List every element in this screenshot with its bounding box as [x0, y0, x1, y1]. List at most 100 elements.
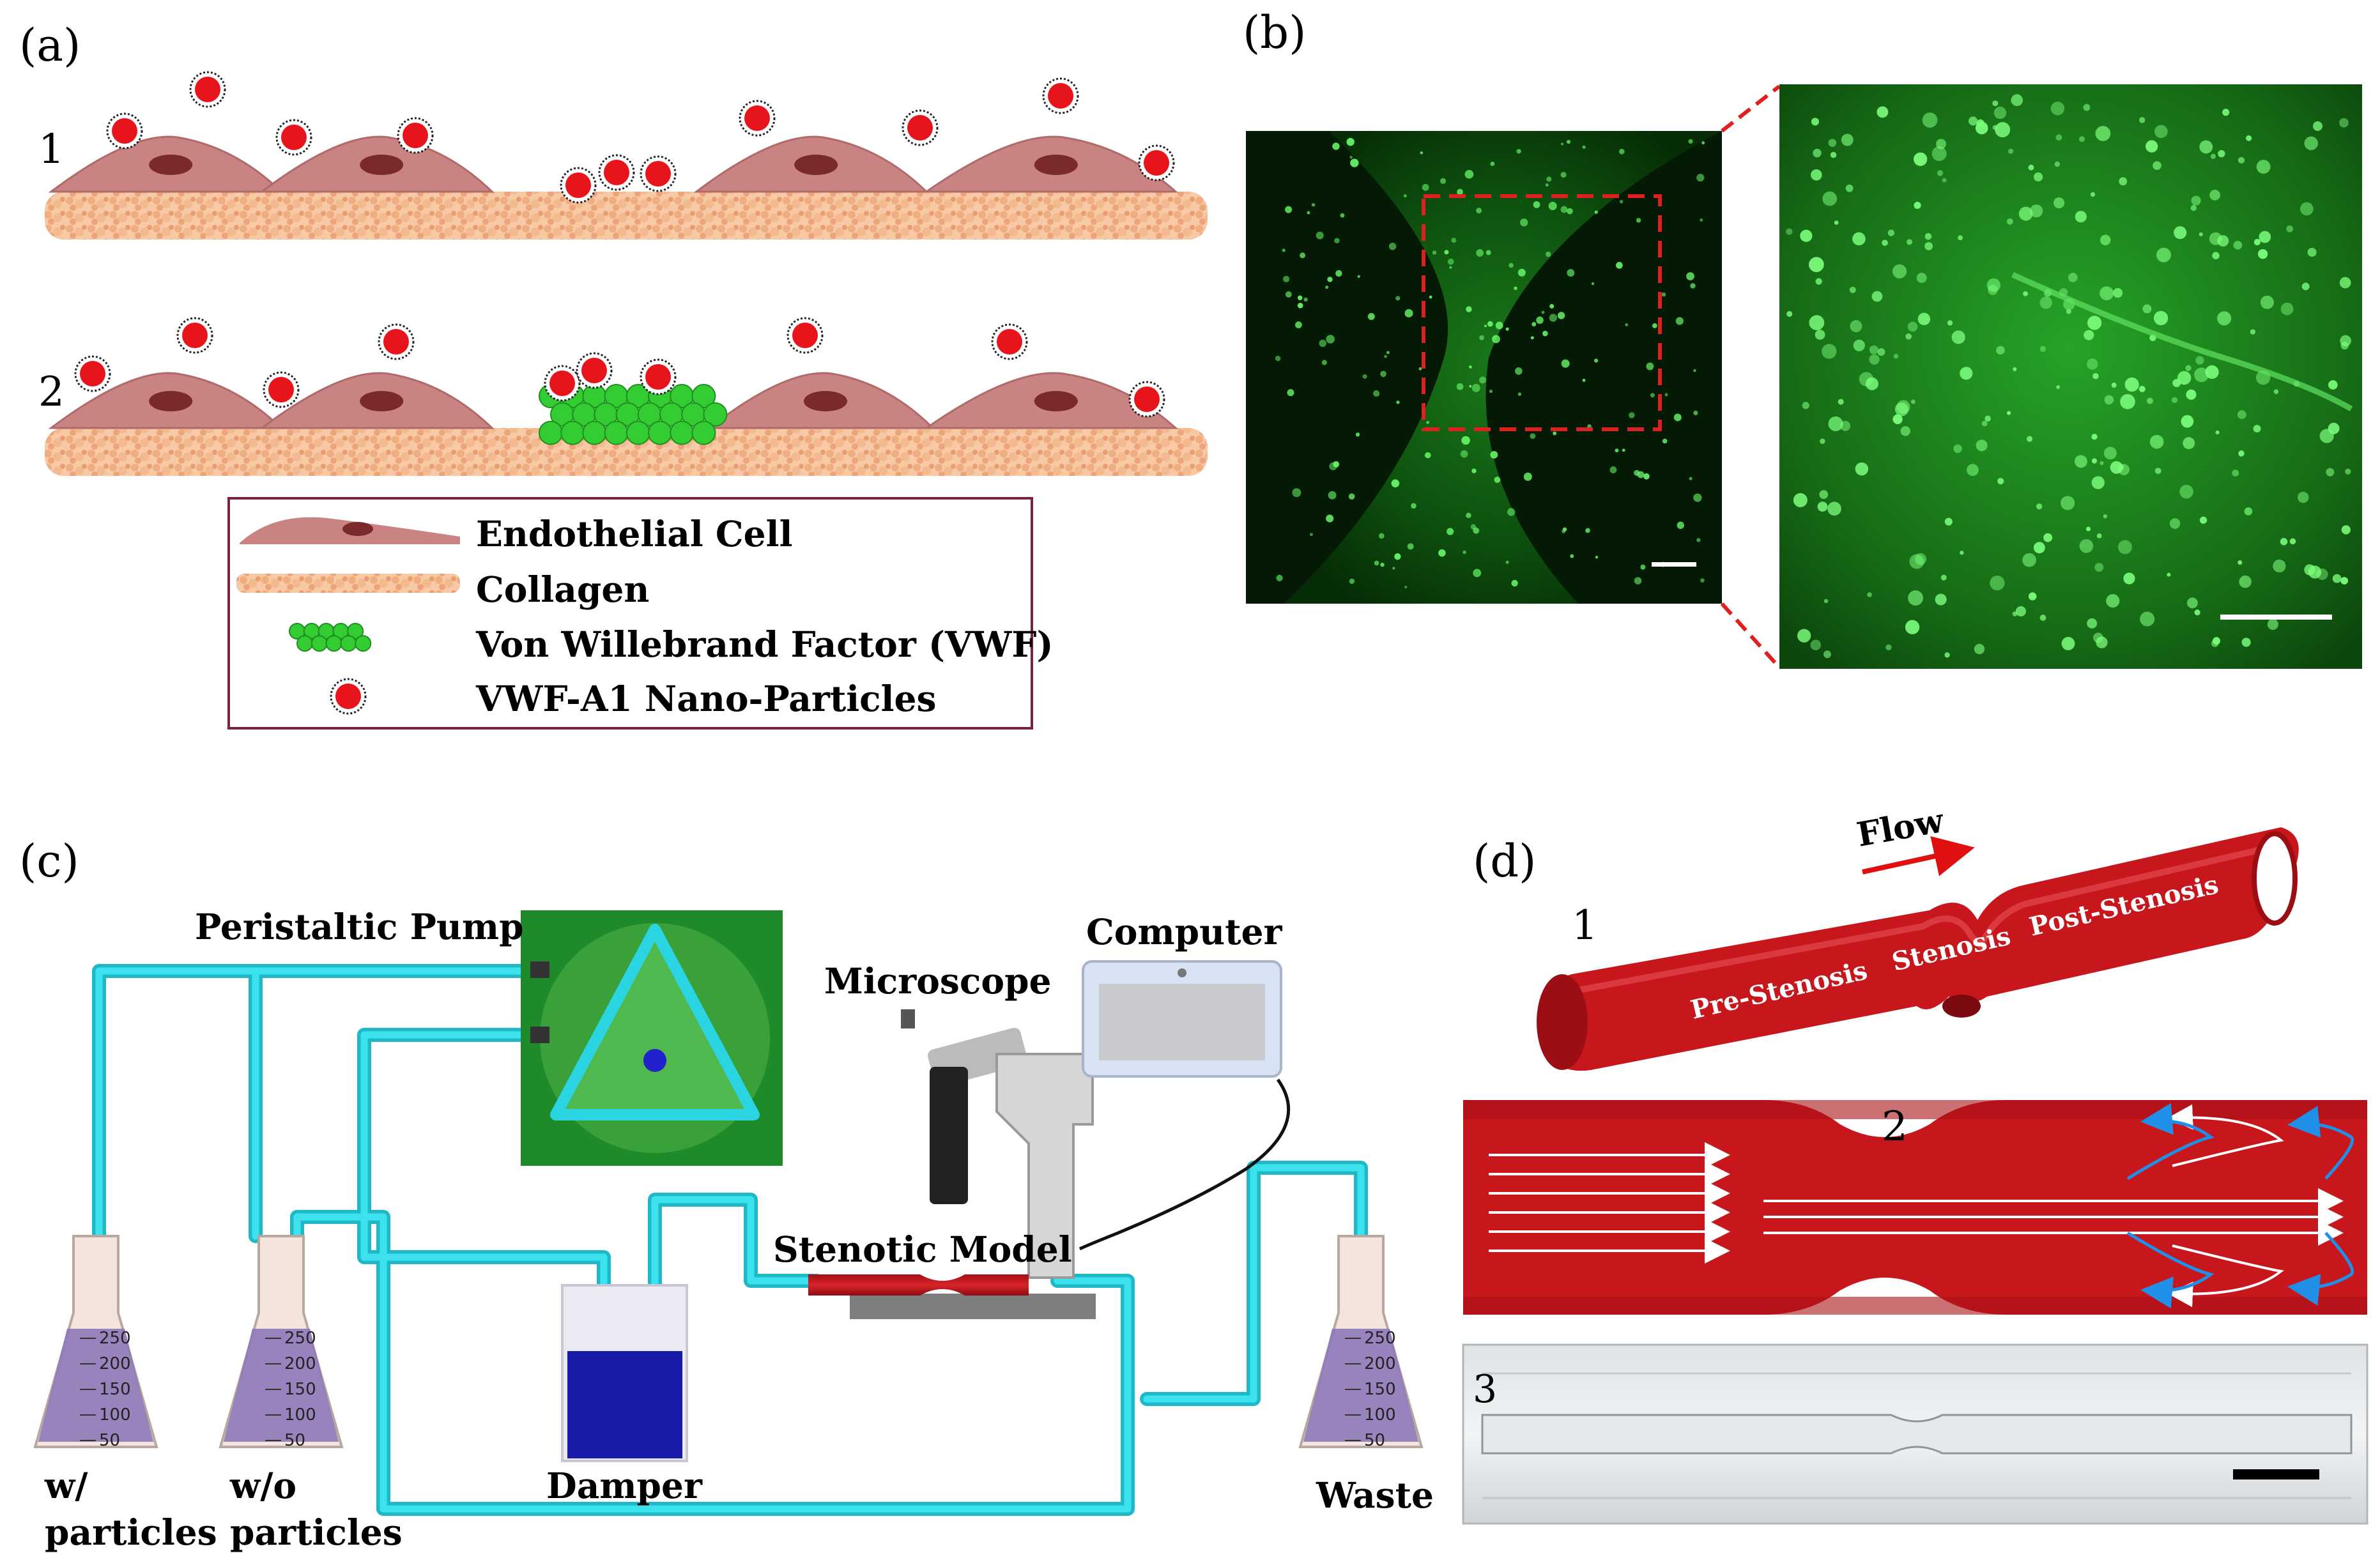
fluorescence-spots-overview	[1275, 137, 1705, 589]
fluorescent-spot	[2006, 218, 2013, 225]
vwf-monomer	[691, 420, 716, 445]
fluorescent-spot	[1490, 162, 1495, 166]
legend-nanoparticles: VWF-A1 Nano-Particles	[475, 678, 936, 719]
fluorescent-spot	[1464, 169, 1474, 179]
fluorescent-spot	[1303, 297, 1308, 302]
fluorescent-spot	[1432, 250, 1437, 255]
fluorescent-spot	[2260, 295, 2274, 309]
nanoparticle	[902, 109, 939, 146]
label-flask-without-1: w/o	[229, 1465, 296, 1506]
fluorescent-spot	[1914, 152, 1928, 166]
fluorescent-spot	[1865, 377, 1878, 390]
fluorescent-spot	[1700, 218, 1703, 222]
vwf-monomer	[691, 384, 716, 408]
fluorescent-spot	[2087, 316, 2102, 330]
fluorescent-spot	[1618, 148, 1625, 155]
fluorescent-spot	[1440, 178, 1447, 184]
fluorescent-spot	[1974, 643, 1985, 655]
fluorescent-spot	[2087, 358, 2098, 370]
flask-mark-label: 250	[1364, 1329, 1396, 1348]
fluorescent-spot	[2191, 195, 2201, 206]
panel-c: (c) Peristaltic Pump	[19, 835, 1434, 1553]
fluorescent-spot	[2210, 153, 2216, 159]
fluorescent-spot	[1823, 650, 1831, 659]
fluorescent-spot	[1517, 268, 1526, 277]
fluorescent-spot	[1530, 336, 1534, 340]
cell-nucleus	[360, 391, 404, 411]
vwf-monomer	[340, 635, 357, 652]
nanoparticle	[1042, 77, 1079, 114]
fluorescent-spot	[1646, 362, 1654, 371]
fluorescent-spot	[1797, 629, 1811, 643]
fluorescent-spot	[1349, 578, 1355, 585]
fluorescent-spot	[2094, 563, 2104, 572]
cell-nucleus	[149, 155, 193, 175]
fluorescent-spot	[1426, 420, 1430, 424]
fluorescent-spot	[1367, 313, 1375, 320]
legend-vwf: Von Willebrand Factor (VWF)	[475, 623, 1054, 665]
fluorescent-spot	[1905, 333, 1912, 340]
fluorescent-spot	[1348, 493, 1355, 500]
fluorescent-spot	[1567, 208, 1573, 215]
fluorescent-spot	[1553, 431, 1557, 436]
flask-mark-label: 50	[1364, 1431, 1385, 1450]
nanoparticle	[397, 117, 434, 154]
fluorescent-spot	[2171, 397, 2178, 403]
fluorescent-spot	[1696, 173, 1705, 182]
fluorescent-spot	[1815, 330, 1825, 340]
fluorescent-spot	[1362, 374, 1367, 379]
flask-fluid	[224, 1329, 339, 1442]
fluorescent-spot	[1542, 330, 1548, 337]
fluorescent-spot	[2340, 577, 2349, 585]
flask-mark-label: 250	[99, 1329, 131, 1348]
fluorescent-spot	[2050, 102, 2065, 116]
fluorescent-spot	[1582, 145, 1586, 149]
legend-endothelial-cell: Endothelial Cell	[476, 513, 792, 554]
fluorescent-spot	[1662, 438, 1668, 444]
zoom-connector-bottom	[1720, 602, 1781, 669]
fluorescent-spot	[2195, 356, 2204, 365]
fluorescent-spot	[2043, 533, 2053, 542]
fluorescent-spot	[2237, 410, 2246, 420]
legend-collagen-swatch	[236, 574, 460, 593]
fluorescent-spot	[1468, 365, 1472, 369]
fluorescent-spot	[1424, 452, 1431, 459]
fluorescent-spot	[1349, 155, 1353, 159]
fluorescent-spot	[1811, 118, 1820, 126]
fluorescent-spot	[1570, 554, 1574, 558]
fluorescent-spot	[1392, 567, 1395, 570]
recirculation-streamline	[2167, 1244, 2284, 1308]
fluorescent-spot	[2117, 540, 2132, 554]
fluorescent-spot	[1810, 639, 1822, 650]
fluorescent-spot	[1593, 358, 1599, 363]
fluorescent-spot	[1834, 220, 1839, 225]
legend-cell-swatch	[240, 517, 460, 544]
fluorescent-spot	[2339, 118, 2349, 128]
fluorescent-spot	[1867, 592, 1872, 597]
scale-bar-zoom	[2220, 615, 2332, 620]
endothelial-cell	[693, 135, 929, 193]
fluorescent-spot	[2091, 434, 2098, 440]
fluorescent-spot	[1968, 116, 1978, 126]
label-flow: Flow	[1854, 801, 1947, 855]
vessel-number-2: 2	[1882, 1103, 1908, 1150]
fluorescent-spot	[1887, 229, 1895, 236]
fluorescent-spot	[1591, 282, 1595, 286]
fluorescent-spot	[1479, 376, 1486, 384]
cell-nucleus	[149, 391, 193, 411]
fluorescent-spot	[2091, 476, 2105, 489]
vortex-streamline	[2126, 1103, 2215, 1181]
endothelial-cell	[48, 372, 284, 429]
fluorescent-spot	[1615, 448, 1619, 453]
fluorescent-spot	[2011, 94, 2023, 107]
fluorescent-spot	[1828, 139, 1837, 147]
nanoparticle	[544, 365, 581, 402]
fluorescent-spot	[2095, 126, 2111, 141]
fluorescent-spot	[2123, 572, 2135, 585]
computer-cable	[1079, 1078, 1291, 1251]
fluorescent-spot	[1967, 464, 1979, 477]
nanoparticle	[598, 154, 635, 191]
label-flask-with-1: w/	[44, 1465, 88, 1506]
